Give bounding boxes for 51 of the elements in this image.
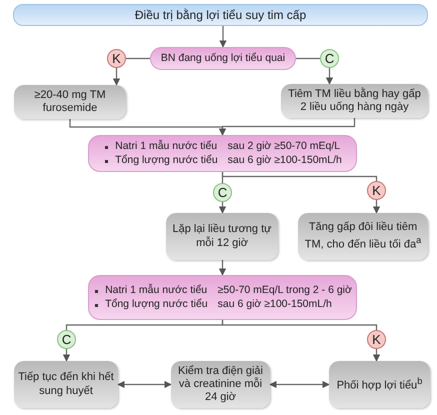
node-text: ≥20-40 mg TM furosemide [33, 88, 107, 116]
node-text: C [62, 332, 72, 348]
node-text: Phối hợp lợi tiểu$^{b}$ [336, 376, 422, 393]
node-text: K [112, 50, 121, 66]
action-box [14, 85, 126, 119]
node-text: K [372, 182, 381, 198]
condition-box [88, 135, 357, 172]
no-circle [107, 49, 126, 68]
title-box [13, 4, 428, 26]
connector-arrow [218, 260, 226, 276]
node-text: Tiêm TM liều bằng hay gấp 2 liều uống hàng ngày [287, 88, 422, 114]
no-circle [367, 330, 386, 349]
criterion-text: Tổng lượng nước tiểu [103, 154, 218, 167]
no-circle [367, 181, 386, 200]
connector-arrow [372, 200, 380, 214]
connector-arrow [269, 380, 330, 388]
criterion-text: Natri 1 mẫu nước tiểu [103, 140, 218, 153]
connector-arrow [326, 68, 334, 85]
criterion-text: sau 2 giờ ≥50-70 mEq/L [228, 140, 342, 153]
yes-circle [213, 183, 232, 202]
node-text: C [324, 50, 334, 66]
action-box [166, 213, 278, 260]
criterion-text: sau 6 giờ ≥100-150mL/h [218, 298, 333, 311]
connector-arrow [112, 68, 120, 86]
action-box [14, 361, 118, 408]
connector-arrow [219, 26, 227, 48]
node-text: Tăng gấp đôi liều tiêm TM, cho đến liều tối đa$^{a}$ [304, 221, 422, 252]
criterion-text: ≥50-70 mEq/L trong 2 - 6 giờ [218, 284, 352, 297]
node-text: Điều trị bằng lợi tiểu suy tim cấp [134, 8, 306, 22]
connector-arrow [218, 118, 356, 136]
connector-arrow [62, 349, 70, 362]
criterion-text: sau 6 giờ ≥100-150mL/h [228, 154, 342, 167]
connector-arrow [218, 202, 226, 214]
criterion-text: Tổng lượng nước tiểu [93, 298, 208, 311]
node-text: Lặp lại liều tương tự mỗi 12 giờ [172, 223, 272, 250]
action-box [171, 361, 270, 408]
condition-box [88, 275, 357, 320]
connector-arrow [372, 349, 380, 362]
connector-arrow [117, 380, 172, 388]
node-text: Tiếp tục đến khi hết sung huyết [18, 371, 114, 398]
yes-circle [320, 49, 339, 68]
action-box [329, 361, 430, 408]
condition-box [150, 47, 296, 70]
yes-circle [57, 330, 76, 349]
action-box [298, 213, 428, 260]
node-text: BN đang uống lợi tiểu quai [160, 52, 286, 65]
action-box [281, 84, 428, 118]
node-text: K [372, 332, 381, 348]
node-text: Kiểm tra điện giải và creatinine mỗi 24 giờ [177, 364, 264, 404]
criterion-text: Natri 1 mẫu nước tiểu [93, 284, 208, 297]
node-text: C [218, 184, 228, 200]
